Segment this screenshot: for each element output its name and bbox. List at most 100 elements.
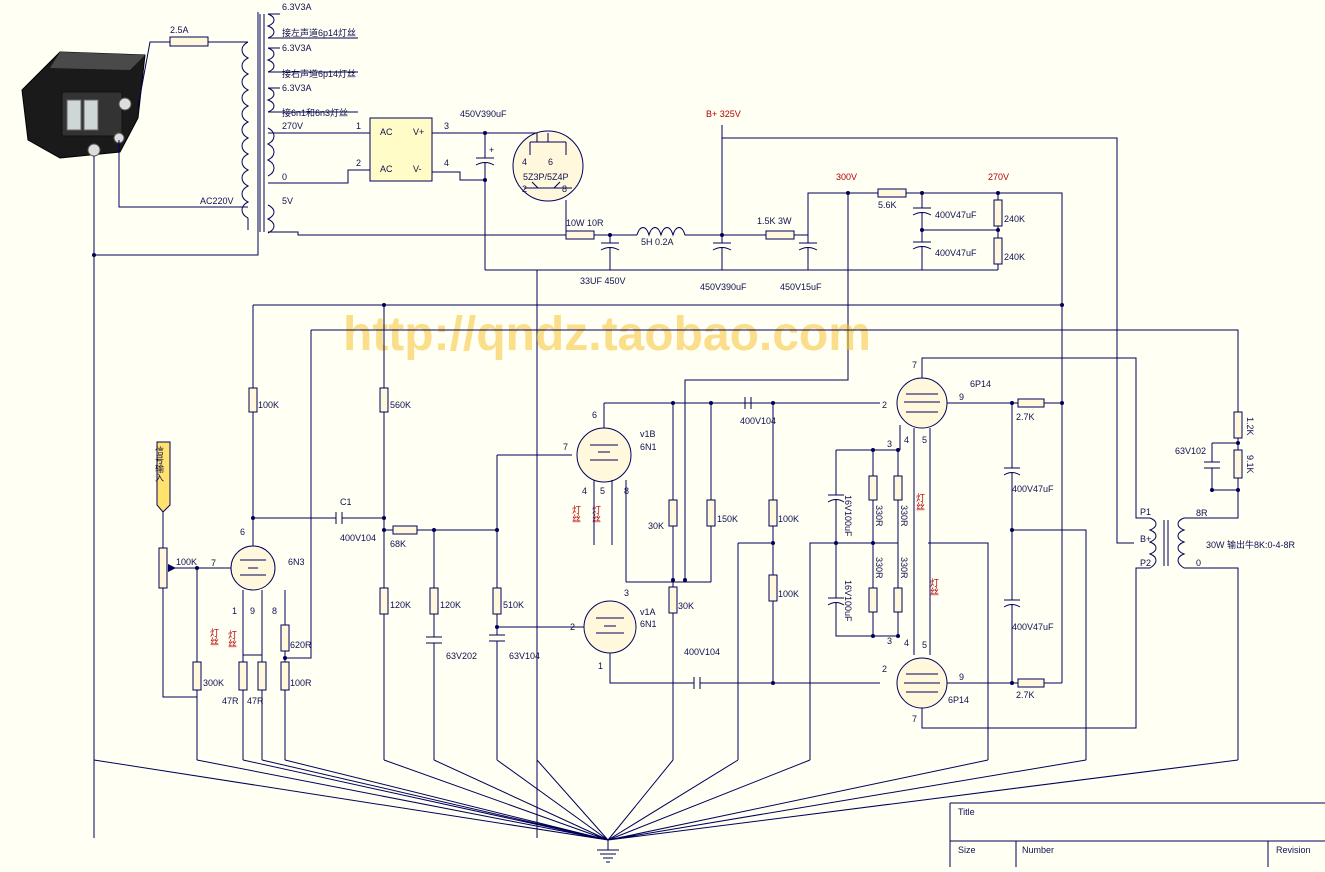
v300-label: 300V <box>836 172 857 182</box>
r100kc-label: 100K <box>778 589 799 599</box>
bridge-pin: 4 <box>444 158 449 168</box>
fuse <box>169 36 209 47</box>
resistor-1k2 <box>1233 411 1243 439</box>
6p14-pin: 2 <box>882 664 887 674</box>
6p14-pin: 3 <box>887 439 892 449</box>
tap-label: 6.3V3A <box>282 2 312 12</box>
ot-8r: 8R <box>1196 508 1208 518</box>
power-transformer <box>241 13 358 234</box>
r15k-label: 1.5K 3W <box>757 216 792 226</box>
c16a-label: 16V100uF <box>843 495 853 537</box>
resistor-620r <box>280 624 290 652</box>
6p14-pin: 9 <box>959 392 964 402</box>
input-label: 信号输入 <box>154 445 164 482</box>
c47b-label: 400V47uF <box>935 248 977 258</box>
primary-label: AC220V <box>200 196 234 206</box>
6n3-label: 6N3 <box>288 557 305 567</box>
bridge-vplus: V+ <box>413 127 424 137</box>
resistor-9k1 <box>1233 449 1243 479</box>
6p14b-label: 6P14 <box>948 695 969 705</box>
fuse-label: 2.5A <box>170 25 189 35</box>
c63v102-label: 63V102 <box>1175 446 1206 456</box>
tap-label: 5V <box>282 196 293 206</box>
tube-6n1-v1b <box>576 427 632 483</box>
r330-label: 330R <box>899 557 909 579</box>
r30b-label: 30K <box>678 601 694 611</box>
r330-label: 330R <box>874 505 884 527</box>
6p14-pin: 4 <box>904 435 909 445</box>
resistor-30k <box>668 499 678 527</box>
tap-label: 接6n1和6n3灯丝 <box>282 107 348 118</box>
resistor-120k <box>429 587 439 615</box>
6n3-pin: 8 <box>272 606 277 616</box>
resistor-2k7 <box>1017 398 1045 408</box>
resistor-330r <box>893 475 903 501</box>
bridge-pin: 3 <box>444 121 449 131</box>
rect-pin: 4 <box>522 157 527 167</box>
r100r-label: 100R <box>290 678 312 688</box>
resistor-100k <box>768 499 778 527</box>
r47b-label: 47R <box>247 696 264 706</box>
r91k-label: 9.1K <box>1245 455 1255 474</box>
r560k-label: 560K <box>390 400 411 410</box>
c16b-label: 16V100uF <box>843 580 853 622</box>
tap-label: 270V <box>282 121 303 131</box>
bridge-ac1: AC <box>380 127 393 137</box>
resistor-47r <box>238 661 248 691</box>
rect-pin: 2 <box>522 184 527 194</box>
6p14-pin: 3 <box>887 636 892 646</box>
r56k-label: 5.6K <box>878 200 897 210</box>
resistor-240k <box>993 199 1003 227</box>
iec-power-inlet <box>21 51 146 159</box>
c33-label: 33UF 450V <box>580 276 626 286</box>
v1b-type: 6N1 <box>640 442 657 452</box>
ot-p2: P2 <box>1140 558 1151 568</box>
6p14-pin: 9 <box>959 672 964 682</box>
pot-label: 100K <box>176 557 197 567</box>
resistor-2k7 <box>1017 678 1045 688</box>
filament-label: 灯丝 <box>929 578 939 596</box>
filament-label: 灯丝 <box>915 493 925 511</box>
tube-6p14-top <box>896 377 948 429</box>
tap-label: 接右声道6p14灯丝 <box>282 68 356 79</box>
resistor-1k5 <box>765 230 795 240</box>
r330-label: 330R <box>874 557 884 579</box>
resistor-300k <box>192 661 202 691</box>
c1-label: C1 <box>340 497 352 507</box>
c390-label: 450V390uF <box>700 282 747 292</box>
6n3-pin: 9 <box>250 606 255 616</box>
6p14-pin: 7 <box>912 360 917 370</box>
c63v104-label: 63V104 <box>509 651 540 661</box>
choke-label: 5H 0.2A <box>641 237 674 247</box>
v270-label: 270V <box>988 172 1009 182</box>
plus-sign: + <box>489 145 494 155</box>
ot-p1: P1 <box>1140 507 1151 517</box>
input-flag <box>156 441 171 513</box>
6n3-pin: 1 <box>232 606 237 616</box>
filament-label: 灯丝 <box>227 630 237 648</box>
v1a-pin: 3 <box>624 588 629 598</box>
c47d-label: 400V47uF <box>1012 622 1054 632</box>
r68k-label: 68K <box>390 539 406 549</box>
number-label: Number <box>1022 845 1054 855</box>
r240a-label: 240K <box>1004 214 1025 224</box>
bridge-rectifier <box>369 117 433 182</box>
resistor-510k <box>492 587 502 615</box>
6p14-pin: 2 <box>882 400 887 410</box>
size-label: Size <box>958 845 976 855</box>
output-transformer <box>1142 517 1239 760</box>
title-block <box>949 802 1325 867</box>
resistor-150k <box>706 499 716 527</box>
v1b-pin: 6 <box>592 410 597 420</box>
6p14-pin: 7 <box>912 714 917 724</box>
resistor-120k <box>379 587 389 615</box>
v1b-pin: 4 <box>582 486 587 496</box>
v1b-label: v1B <box>640 429 656 439</box>
bridge-ac2: AC <box>380 164 393 174</box>
ot-bplus: B+ <box>1140 534 1151 544</box>
c15-label: 450V15uF <box>780 282 822 292</box>
filament-label: 灯丝 <box>591 505 601 523</box>
v1b-pin: 7 <box>563 442 568 452</box>
cbot-label: 400V104 <box>684 647 720 657</box>
